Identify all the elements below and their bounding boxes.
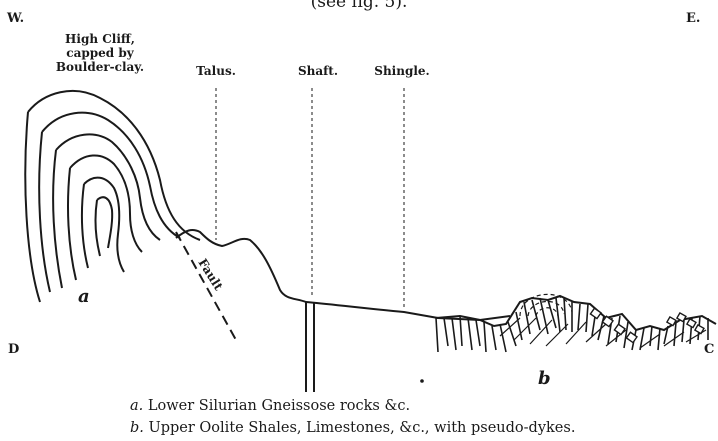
stray-dot: [420, 379, 424, 383]
cliff-label-line-2: capped by: [66, 46, 134, 60]
shaft-label: Shaft.: [298, 64, 338, 78]
cliff-label-line-1: High Cliff,: [65, 32, 135, 46]
east-label: E.: [686, 11, 700, 26]
cliff-label-line-3: Boulder-clay.: [56, 60, 144, 74]
shingle-label: Shingle.: [374, 64, 429, 78]
formation-b-letter: b: [538, 368, 551, 389]
formation-a-letter: a: [78, 286, 90, 307]
legend-a-text: Lower Silurian Gneissose rocks &c.: [143, 398, 410, 414]
shaft: [306, 302, 314, 392]
legend-a: a. Lower Silurian Gneissose rocks &c.: [130, 398, 410, 414]
gneiss-folds: [25, 91, 200, 302]
legend-a-letter: a.: [130, 398, 143, 414]
cliff-label: High Cliff, capped by Boulder-clay.: [56, 32, 144, 74]
point-c-label: C: [704, 342, 714, 357]
talus-label: Talus.: [196, 64, 236, 78]
legend-b-letter: b.: [130, 420, 144, 436]
point-d-label: D: [8, 342, 19, 357]
legend-b-text: Upper Oolite Shales, Limestones, &c., wi…: [144, 420, 576, 436]
legend-b: b. Upper Oolite Shales, Limestones, &c.,…: [130, 420, 575, 436]
fault-line: [176, 232, 236, 340]
west-label: W.: [6, 11, 24, 26]
oolite-strata: [436, 296, 716, 352]
caption-fragment: (see fig. 5).: [311, 0, 408, 12]
ground-profile: [176, 230, 510, 320]
